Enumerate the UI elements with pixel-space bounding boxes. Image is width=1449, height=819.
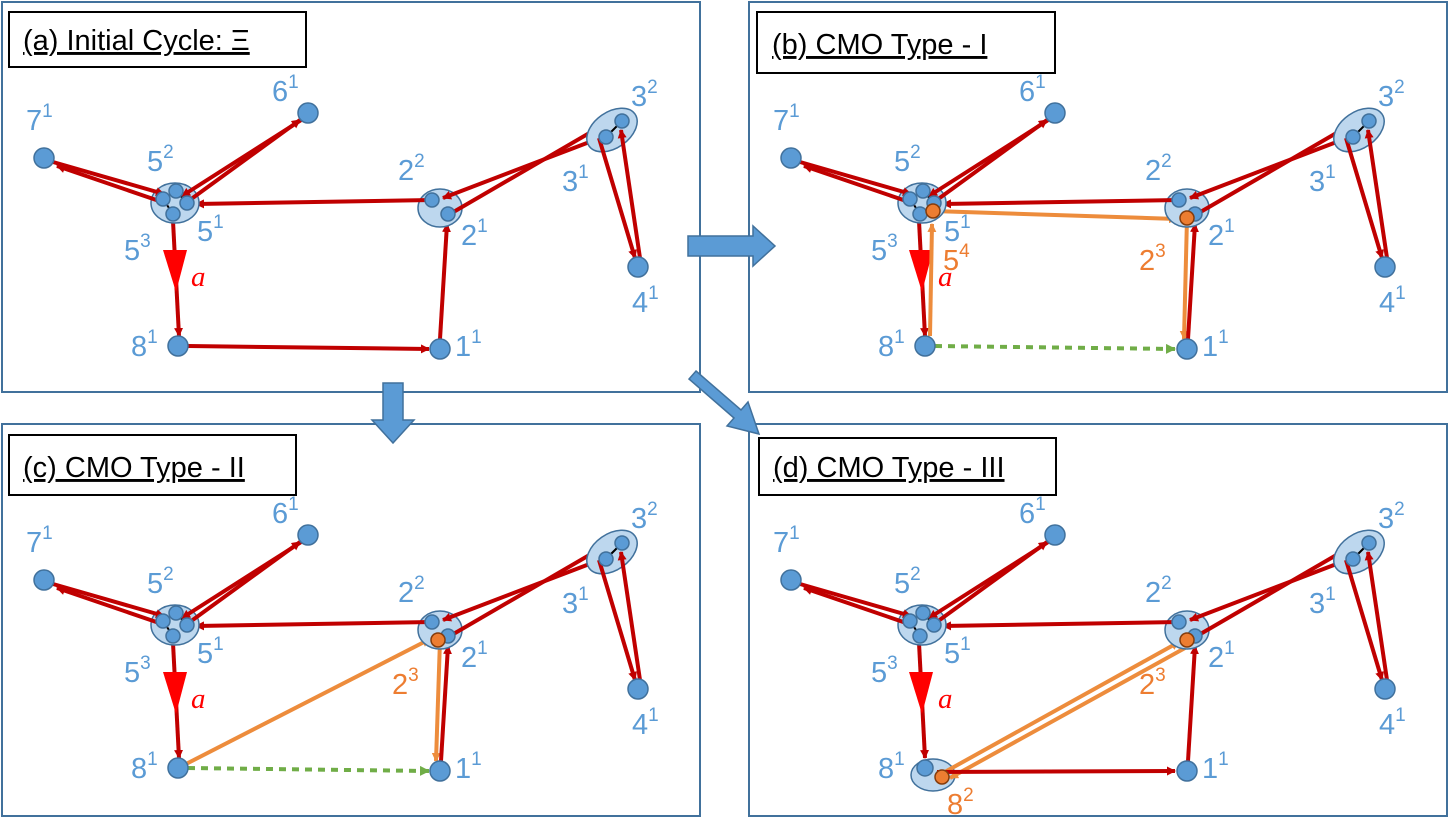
label-2-3: 23	[1139, 665, 1166, 701]
node-1-1	[429, 338, 451, 360]
block-arrow-icon	[687, 224, 777, 268]
panel-b-title-box	[756, 11, 1056, 74]
node-1-1	[1176, 760, 1198, 782]
node-2-3	[1179, 210, 1195, 226]
panel-a: (a) Initial Cycle: Ξ	[1, 1, 701, 393]
node-1-1	[429, 760, 451, 782]
node-8-1	[914, 335, 936, 357]
panel-a-title: (a) Initial Cycle: Ξ	[23, 25, 250, 57]
node-5-4	[925, 203, 941, 219]
block-arrow-icon	[370, 382, 416, 445]
panel-d-title-box	[758, 437, 1057, 496]
node-2-3	[1179, 632, 1195, 648]
panel-d: (d) CMO Type - III 23 82	[748, 423, 1448, 819]
block-arrow-icon	[687, 369, 761, 436]
label-8-2: 82	[947, 785, 974, 819]
node-1-1	[1176, 338, 1198, 360]
node-8-1	[167, 757, 189, 779]
panel-b-title: (b) CMO Type - I	[772, 29, 987, 61]
node-8-2	[934, 769, 950, 785]
panel-d-title: (d) CMO Type - III	[773, 452, 1005, 484]
node-8-1	[167, 335, 189, 357]
label-5-4: 54	[943, 241, 970, 277]
panel-c: (c) CMO Type - II 23	[1, 423, 701, 817]
panel-b: (b) CMO Type - I 54 23	[748, 1, 1448, 393]
panel-c-title: (c) CMO Type - II	[23, 452, 245, 484]
label-2-3: 23	[1139, 241, 1166, 277]
node-2-3	[430, 632, 446, 648]
panel-c-title-box	[8, 434, 297, 496]
node-8-1	[916, 759, 934, 777]
label-2-3: 23	[392, 665, 419, 701]
panel-a-title-box	[8, 11, 307, 68]
